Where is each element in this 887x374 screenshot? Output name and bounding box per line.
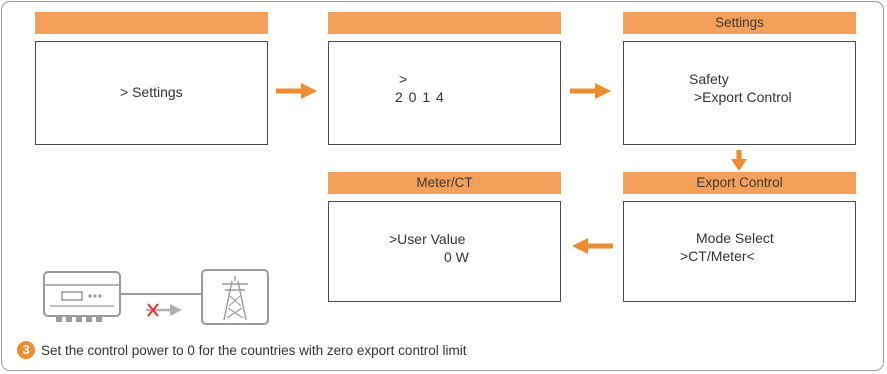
arrow-down-icon [731, 150, 747, 171]
screen-5-display: >User Value 0 W [328, 201, 561, 302]
screen-2-display: > 2 0 1 4 [328, 41, 561, 145]
screen-4-header: Export Control [623, 172, 856, 194]
arrow-right-icon [570, 83, 611, 99]
screen-1-line-1: > Settings [120, 84, 183, 100]
step-number-badge: 3 [17, 341, 35, 359]
screen-3-line-1: Safety [689, 71, 729, 87]
zero-export-illustration [43, 269, 269, 325]
screen-4-display: Mode Select >CT/Meter< [623, 201, 856, 302]
arrow-left-icon [572, 238, 613, 254]
inverter-icon [43, 271, 121, 322]
screen-4-line-1: Mode Select [696, 230, 774, 246]
screen-3-display: Safety >Export Control [623, 41, 856, 145]
screen-5-line-2: 0 W [444, 249, 469, 265]
screen-3-header: Settings [623, 12, 856, 34]
screen-5-header: Meter/CT [328, 172, 561, 194]
arrow-right-icon [276, 83, 317, 99]
screen-2-line-1: > [399, 71, 408, 87]
screen-5-line-1: >User Value [389, 231, 466, 247]
screen-2-line-2: 2 0 1 4 [395, 89, 445, 105]
screen-3-line-2: >Export Control [694, 89, 792, 105]
step-caption: 3 Set the control power to 0 for the cou… [17, 339, 466, 361]
step-text: Set the control power to 0 for the count… [41, 342, 467, 358]
blocked-export-arrow-icon [146, 303, 182, 317]
screen-1-header [35, 12, 268, 34]
screen-1-display: > Settings [35, 41, 268, 145]
screen-2-header [328, 12, 561, 34]
screen-4-line-2: >CT/Meter< [680, 248, 755, 264]
grid-tower-icon [201, 269, 269, 325]
